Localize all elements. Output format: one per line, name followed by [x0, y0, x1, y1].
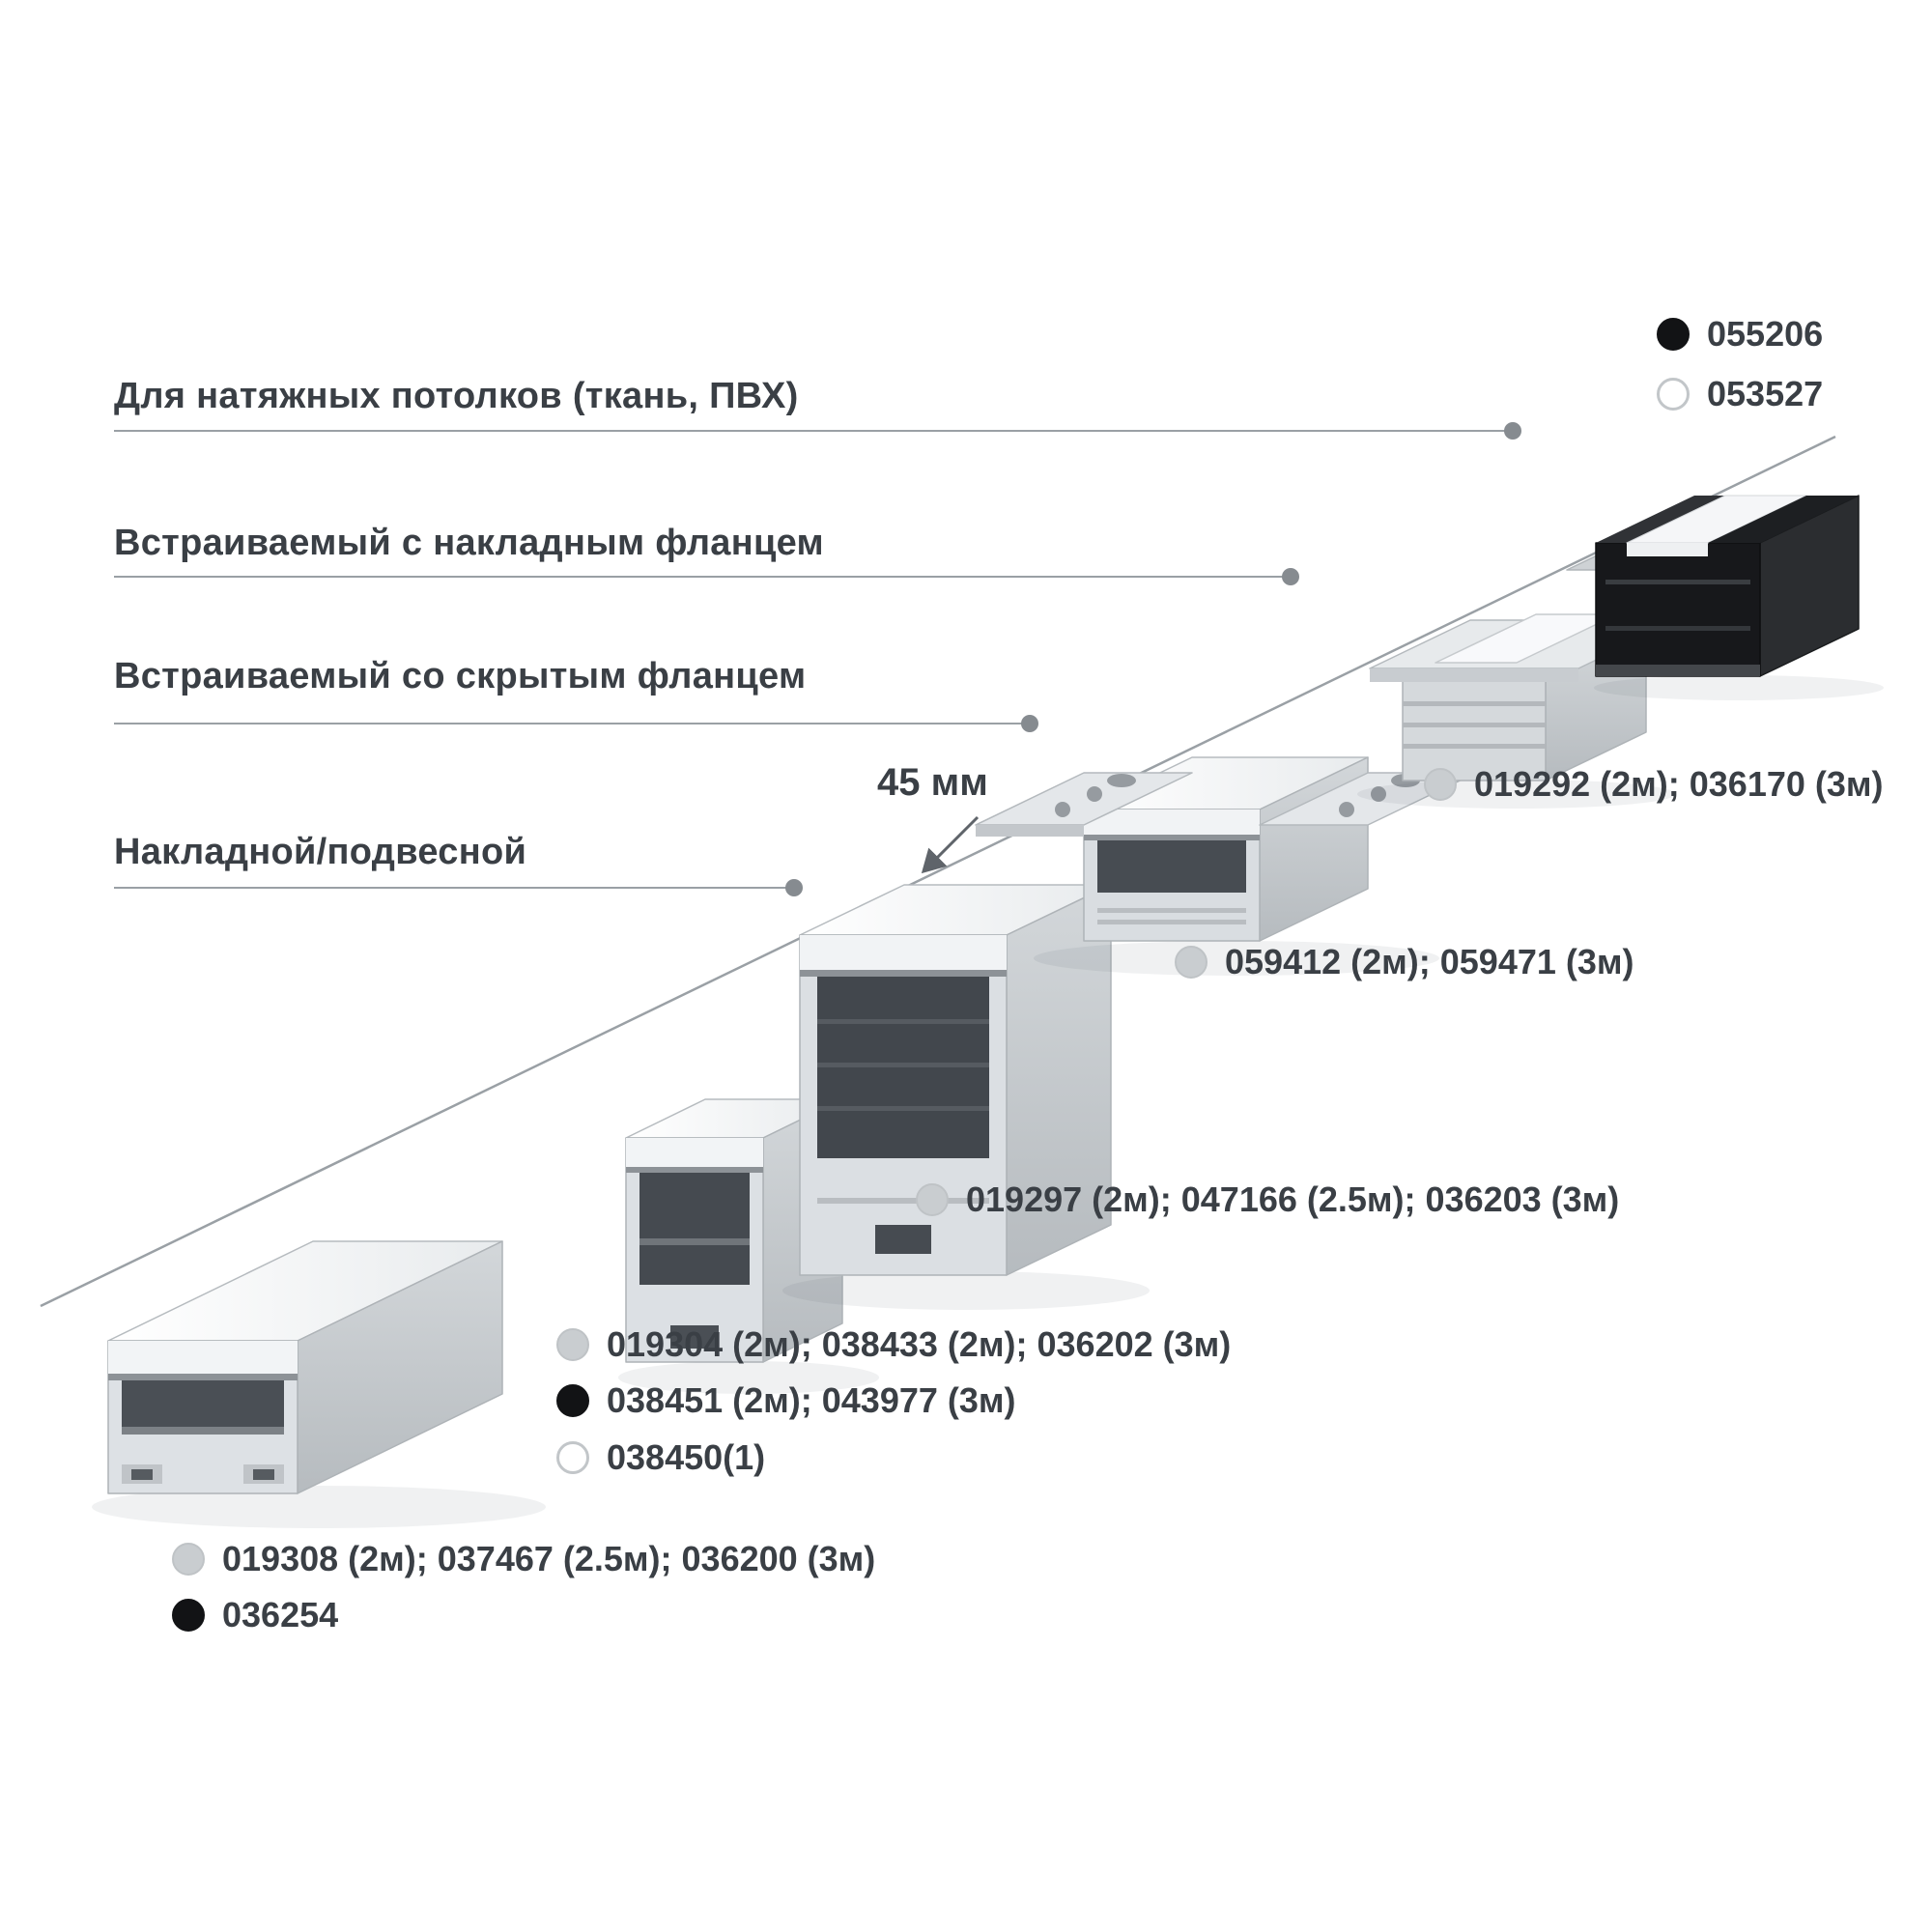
flange-hole: [1371, 786, 1386, 802]
top-rim-left: [1596, 496, 1725, 543]
leader-dot-hidden-flange: [1021, 715, 1038, 732]
product-code-row: 019292 (2м); 036170 (3м): [1424, 764, 1884, 805]
product-codes: 059412 (2м); 059471 (3м): [1225, 942, 1634, 981]
channel-shelf: [639, 1238, 750, 1245]
lens-gap-line: [626, 1167, 763, 1173]
product-code-row: 059412 (2м); 059471 (3м): [1175, 942, 1634, 982]
mount-slot: [253, 1469, 274, 1480]
profile-surface-large: [782, 884, 1150, 1310]
category-label-stretch-ceilings: Для натяжных потолков (ткань, ПВХ): [114, 376, 799, 416]
profile-shadow: [92, 1486, 546, 1528]
product-code-row: 036254: [172, 1595, 338, 1635]
category-label-recessed-surface-flange: Встраиваемый с накладным фланцем: [114, 523, 824, 563]
color-variant-dot-white: [556, 1441, 589, 1474]
body-detail-line: [1605, 626, 1750, 631]
profile-recessed-hidden-flange: [975, 756, 1477, 976]
channel-cavity: [122, 1380, 284, 1427]
flange-slot: [1107, 774, 1136, 787]
product-code-row: 019297 (2м); 047166 (2.5м); 036203 (3м): [916, 1179, 1619, 1220]
profile-shadow: [782, 1271, 1150, 1310]
mount-slot: [670, 1325, 719, 1349]
category-label-recessed-hidden-flange: Встраиваемый со скрытым фланцем: [114, 656, 807, 696]
lens-front-strip: [108, 1341, 298, 1374]
mount-slot: [131, 1469, 153, 1480]
top-rim-right: [1708, 496, 1859, 543]
leader-dot-surface-flange: [1282, 568, 1299, 585]
product-code-row: 019304 (2м); 038433 (2м); 036202 (3м): [556, 1324, 1231, 1365]
flange-hole: [1055, 802, 1070, 817]
lens-front-strip: [1627, 543, 1708, 556]
bottom-groove: [817, 1198, 989, 1204]
front-face: [1402, 679, 1547, 781]
color-variant-dot-gray: [556, 1328, 589, 1361]
product-codes: 019308 (2м); 037467 (2.5м); 036200 (3м): [222, 1539, 876, 1578]
color-variant-dot-gray: [916, 1183, 949, 1216]
surface-flange-edge: [1370, 668, 1578, 682]
cavity-rib: [817, 1019, 989, 1024]
color-variant-dot-gray: [1424, 768, 1457, 801]
product-codes: 019292 (2м); 036170 (3м): [1474, 764, 1884, 804]
bottom-lip: [1596, 665, 1760, 676]
product-codes: 038451 (2м); 043977 (3м): [607, 1380, 1016, 1420]
profile-stretch-ceiling: [1566, 495, 1884, 700]
lens-front-strip: [800, 935, 1007, 970]
color-variant-dot-gray: [172, 1543, 205, 1576]
product-codes: 019297 (2м); 047166 (2.5м); 036203 (3м): [966, 1179, 1620, 1219]
product-codes: 055206: [1707, 314, 1824, 354]
category-label-surface-suspended: Накладной/подвесной: [114, 832, 527, 872]
heatsink-rib: [1403, 701, 1546, 706]
profile-shadow: [1034, 941, 1439, 976]
dimension-arrow: [921, 815, 980, 874]
color-variant-dot-gray: [1175, 946, 1208, 979]
leader-dot-stretch-ceilings: [1504, 422, 1521, 440]
profile-shadow: [1594, 675, 1884, 700]
product-code-row: 038451 (2м); 043977 (3м): [556, 1380, 1016, 1421]
heatsink-rib: [1403, 723, 1546, 727]
mount-slot: [875, 1225, 931, 1254]
product-code-row: 055206: [1657, 314, 1823, 355]
product-codes: 053527: [1707, 374, 1824, 413]
product-codes: 019304 (2м); 038433 (2м); 036202 (3м): [607, 1324, 1232, 1364]
lens-gap-line: [800, 970, 1007, 977]
leader-lines: [114, 422, 1521, 896]
lens-gap-line: [108, 1374, 298, 1380]
cavity-rib: [817, 1063, 989, 1067]
channel-cavity: [1097, 840, 1246, 893]
cavity-rib: [817, 1106, 989, 1111]
color-variant-dot-black: [556, 1384, 589, 1417]
lens-gap-line: [1084, 835, 1260, 840]
product-code-row: 019308 (2м); 037467 (2.5м); 036200 (3м): [172, 1539, 875, 1579]
channel-shelf: [122, 1427, 284, 1435]
profile-shadow: [618, 1361, 879, 1394]
lens-front-strip: [626, 1138, 763, 1167]
leader-dot-surface-suspended: [785, 879, 803, 896]
channel-cavity: [639, 1173, 750, 1285]
product-code-row: 038450(1): [556, 1437, 765, 1478]
color-variant-dot-white: [1657, 378, 1690, 411]
lens-front-strip: [1084, 810, 1260, 835]
heatsink-rib: [1097, 908, 1246, 913]
hidden-flange-left-edge: [976, 825, 1084, 837]
flange-hole: [1339, 802, 1354, 817]
heatsink-rib: [1403, 744, 1546, 749]
profile-surface-low: [92, 1240, 546, 1528]
dimension-label-45mm: 45 мм: [877, 761, 988, 804]
color-variant-dot-black: [172, 1599, 205, 1632]
heatsink-rib: [1097, 920, 1246, 924]
product-codes: 036254: [222, 1595, 339, 1634]
body-detail-line: [1605, 580, 1750, 584]
product-code-row: 053527: [1657, 374, 1823, 414]
flange-hole: [1087, 786, 1102, 802]
product-codes: 038450(1): [607, 1437, 766, 1477]
color-variant-dot-black: [1657, 318, 1690, 351]
front-face: [1595, 542, 1761, 677]
